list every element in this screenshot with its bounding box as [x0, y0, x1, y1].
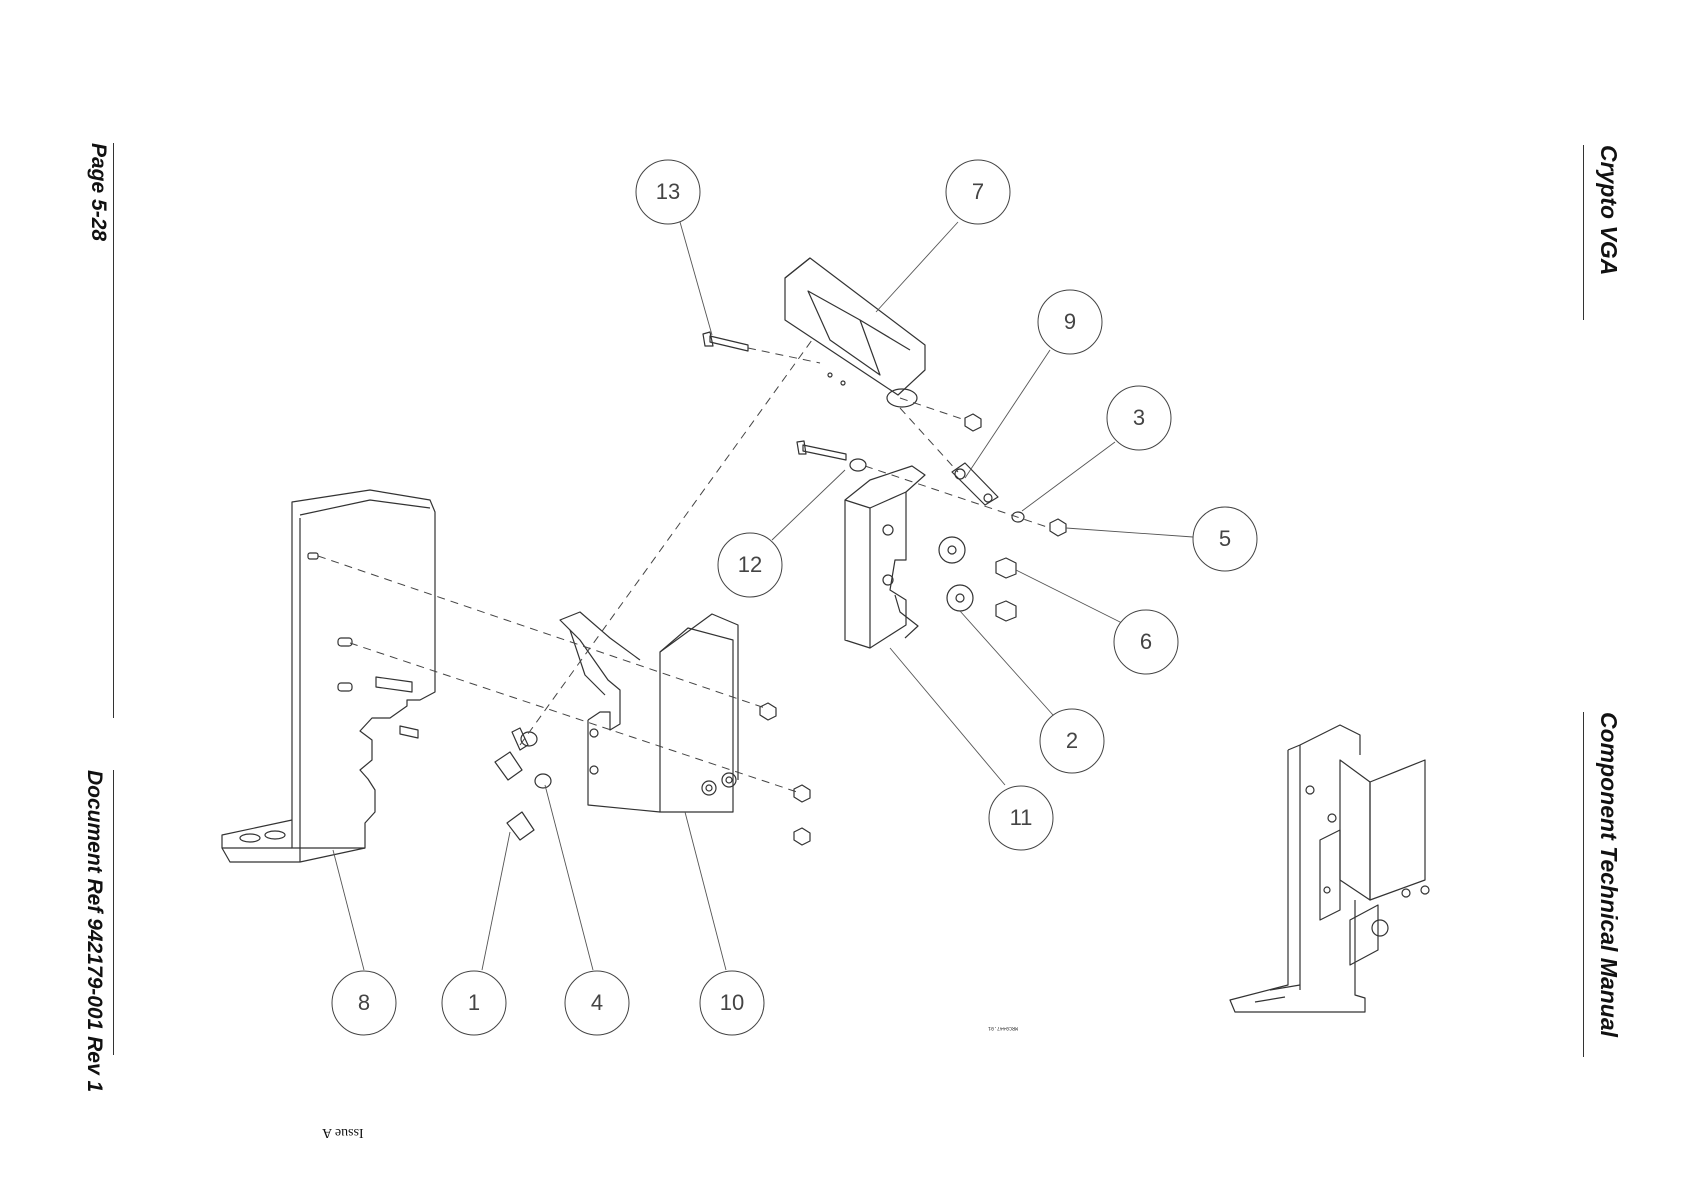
part-nut-a: [760, 703, 776, 720]
callout-2: 2: [1066, 728, 1078, 753]
part-spacer-12: [850, 459, 866, 471]
callout-6: 6: [1140, 629, 1152, 654]
part-screw-1a: [495, 728, 528, 780]
callout-bubbles: [332, 160, 1257, 1035]
callout-labels: 1 2 3 4 5 6 7 8 9 10 11 12 13: [358, 179, 1231, 1015]
part-washer-4b: [535, 774, 551, 788]
callout-13: 13: [656, 179, 680, 204]
part-nut-b: [794, 785, 810, 802]
part-washer-2b: [947, 585, 973, 611]
part-nut-6: [996, 558, 1016, 578]
dashed-assembly-lines: [318, 340, 1050, 793]
part-washer-2a: [939, 537, 965, 563]
part-u-bracket: [560, 612, 738, 812]
assembly-preview: [1230, 725, 1429, 1012]
part-nut-top: [965, 414, 981, 431]
callout-12: 12: [738, 552, 762, 577]
part-washer-4a: [521, 732, 537, 746]
part-main-bracket: [222, 490, 435, 862]
part-screw-13: [703, 332, 748, 351]
callout-10: 10: [720, 990, 744, 1015]
callout-3: 3: [1133, 405, 1145, 430]
part-nut-6b: [996, 601, 1016, 621]
part-enclosure: [785, 258, 925, 407]
callout-4: 4: [591, 990, 603, 1015]
callout-1: 1: [468, 990, 480, 1015]
drawing-stamp: MRC0447.01: [988, 1025, 1018, 1031]
part-nut-c: [794, 828, 810, 845]
part-screw-1b: [507, 812, 534, 840]
callout-7: 7: [972, 179, 984, 204]
callout-5: 5: [1219, 526, 1231, 551]
part-screw-long: [797, 441, 846, 460]
part-nut-5: [1050, 519, 1066, 536]
callout-8: 8: [358, 990, 370, 1015]
part-lever-block: [845, 466, 925, 648]
callout-11: 11: [1010, 805, 1033, 830]
callout-9: 9: [1064, 309, 1076, 334]
